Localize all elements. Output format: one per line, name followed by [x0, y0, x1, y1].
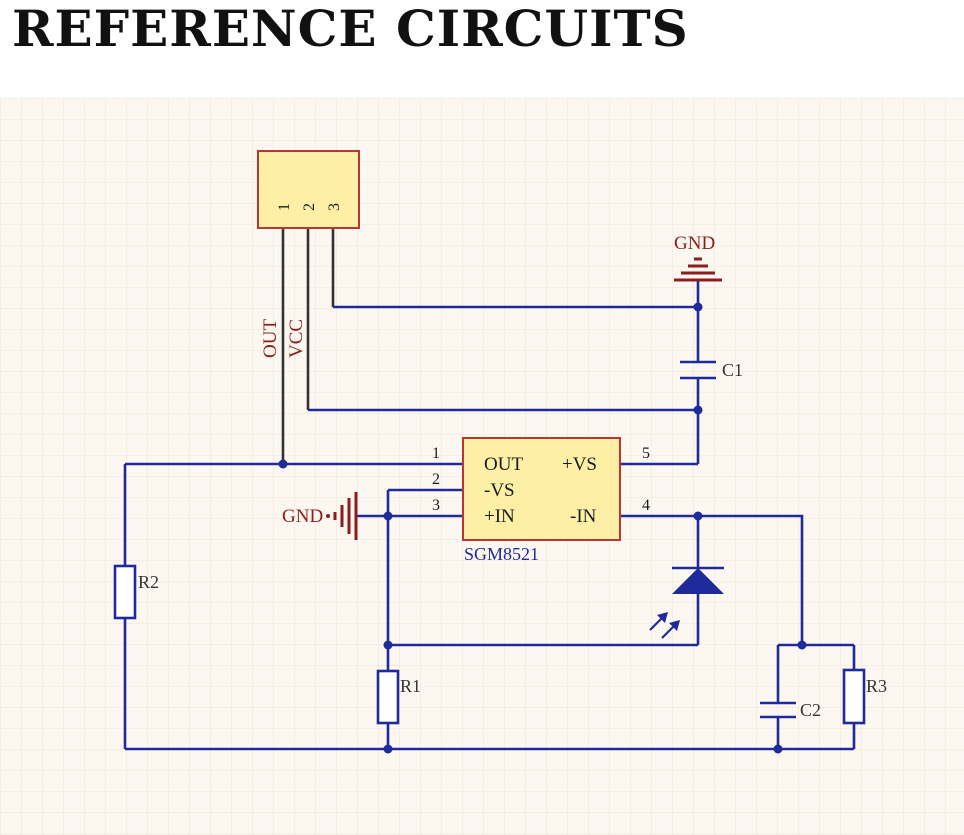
- ic-pin-name-out: OUT: [484, 454, 523, 475]
- ic-pin-name-neg-vs: -VS: [484, 480, 515, 501]
- ic-pin-num-1: 1: [432, 445, 440, 462]
- ic-pin-name-neg-in: -IN: [570, 506, 597, 527]
- ic-pin-name-pos-vs: +VS: [562, 454, 597, 475]
- page-title: REFERENCE CIRCUITS: [12, 0, 689, 58]
- label-r2: R2: [138, 572, 159, 592]
- ic-part-number: SGM8521: [464, 544, 539, 564]
- ic-sgm8521: [462, 437, 621, 541]
- ic-pin-num-2: 2: [432, 471, 440, 488]
- photodiode: [649, 566, 724, 639]
- resistor-r1: [376, 669, 400, 725]
- junction-dots: [278, 302, 807, 754]
- connector-pin-1: 1: [276, 203, 293, 211]
- label-r1: R1: [400, 676, 421, 696]
- light-arrows-icon: [649, 612, 680, 639]
- ground-symbol-left: [326, 492, 358, 540]
- label-c1: C1: [722, 360, 743, 380]
- capacitor-c1: [680, 360, 716, 380]
- label-c2: C2: [800, 700, 821, 720]
- ic-pin-num-4: 4: [642, 497, 650, 514]
- connector-pin-2: 2: [301, 203, 318, 211]
- schematic-diagram: 1 2 3 OUT VCC GND GND C1 1 2 3 5 4 OUT -…: [0, 98, 964, 835]
- net-label-out: OUT: [260, 319, 281, 358]
- net-label-gnd-top: GND: [674, 233, 715, 254]
- connector-pin-3: 3: [326, 203, 343, 211]
- capacitor-c2: [760, 701, 796, 719]
- wires: [123, 228, 856, 751]
- ic-pin-num-3: 3: [432, 497, 440, 514]
- label-r3: R3: [866, 676, 887, 696]
- connector-j1: 1 2 3: [257, 150, 360, 229]
- ic-pin-num-5: 5: [642, 445, 650, 462]
- resistor-r2: [113, 564, 137, 620]
- ic-pin-name-pos-in: +IN: [484, 506, 515, 527]
- ground-symbol-top: [674, 257, 722, 282]
- resistor-r3: [842, 668, 866, 725]
- net-label-gnd-left: GND: [282, 506, 323, 527]
- net-label-vcc: VCC: [286, 319, 307, 358]
